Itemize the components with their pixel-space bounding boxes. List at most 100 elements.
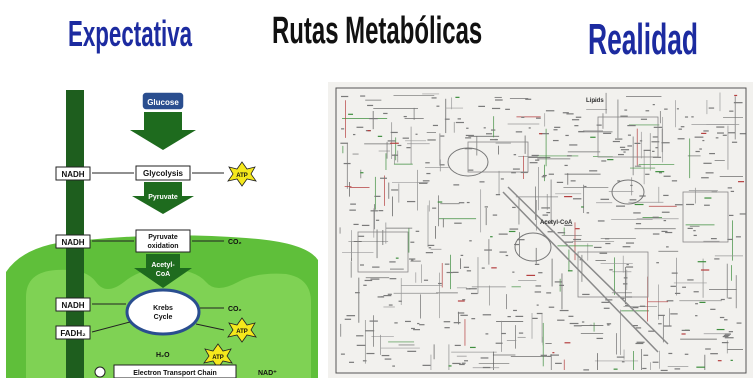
- metabolite-node: [436, 105, 440, 107]
- metabolite-node: [466, 270, 472, 272]
- metabolite-node: [455, 121, 464, 124]
- atp-label-3: ATP: [212, 355, 224, 361]
- metabolite-node: [631, 324, 638, 327]
- metabolite-node: [440, 135, 445, 137]
- metabolite-node: [666, 300, 674, 302]
- metabolite-node: [589, 324, 593, 327]
- metabolite-node: [398, 300, 402, 302]
- metabolite-node: [596, 124, 602, 126]
- metabolite-node: [663, 219, 667, 222]
- metabolite-node: [547, 355, 552, 357]
- metabolite-node: [634, 142, 641, 144]
- metabolite-node: [358, 235, 365, 237]
- metabolite-node: [444, 327, 450, 329]
- metabolite-node: [553, 129, 558, 131]
- metabolite-node: [642, 367, 647, 370]
- metabolite-node: [505, 254, 509, 257]
- metabolite-node: [678, 128, 682, 130]
- metabolite-node: [597, 220, 605, 222]
- metabolite-node: [387, 140, 396, 142]
- metabolite-node: [604, 238, 610, 240]
- metabolite-node: [515, 131, 523, 133]
- metabolite-node: [691, 116, 694, 118]
- metabolite-node: [645, 173, 650, 175]
- metabolite-node: [569, 322, 579, 325]
- metabolite-node: [466, 201, 470, 204]
- metabolite-node: [485, 333, 489, 335]
- krebs-label-2: Cycle: [154, 314, 173, 321]
- metabolite-node: [507, 315, 511, 318]
- metabolite-node: [606, 323, 612, 325]
- metabolite-node: [490, 236, 493, 238]
- metabolite-node: [663, 194, 669, 197]
- metabolite-node: [557, 232, 566, 234]
- metabolite-node: [340, 353, 345, 355]
- etc-box: [113, 364, 237, 378]
- metabolite-node: [528, 127, 531, 129]
- metabolite-node: [505, 108, 510, 110]
- metabolite-node: [571, 119, 580, 121]
- metabolite-node: [656, 262, 659, 264]
- metabolite-node: [341, 128, 345, 130]
- metabolite-node: [464, 360, 469, 362]
- metabolite-node: [389, 261, 396, 263]
- metabolite-node: [550, 354, 559, 356]
- metabolite-node: [619, 146, 626, 148]
- metabolite-node: [739, 213, 747, 215]
- metabolite-node: [465, 137, 472, 139]
- metabolite-node: [704, 204, 710, 206]
- metabolite-node: [406, 147, 411, 149]
- metabolite-node: [627, 145, 633, 147]
- metabolite-node: [495, 194, 501, 196]
- arrow-line: [195, 323, 225, 331]
- pathway-region: [577, 251, 649, 298]
- metabolite-node: [735, 236, 741, 238]
- metabolite-node: [658, 314, 665, 316]
- metabolite-node: [417, 322, 420, 325]
- metabolite-node: [392, 365, 395, 367]
- metabolite-node: [710, 353, 718, 355]
- metabolite-node: [389, 278, 397, 280]
- nadh-box-1: [55, 166, 91, 181]
- metabolite-node: [612, 140, 620, 143]
- metabolite-node: [482, 366, 491, 369]
- metabolite-node: [694, 136, 704, 138]
- metabolite-node: [509, 228, 519, 230]
- metabolite-node: [512, 271, 515, 273]
- metabolite-node: [356, 126, 364, 128]
- co2-label-2: CO₂: [228, 306, 242, 313]
- metabolite-node: [500, 178, 504, 180]
- metabolite-node: [728, 132, 736, 134]
- metabolite-node: [682, 286, 687, 288]
- metabolite-node: [586, 212, 590, 214]
- metabolite-node: [457, 312, 465, 314]
- metabolite-node: [601, 301, 611, 303]
- metabolite-node: [668, 352, 673, 355]
- metabolite-node: [427, 244, 435, 247]
- metabolite-node: [681, 333, 686, 335]
- metabolite-node: [671, 180, 678, 182]
- metabolite-node: [716, 328, 725, 331]
- acetyl-label: Acetyl-CoA: [540, 220, 573, 226]
- metabolite-node: [710, 238, 717, 240]
- metabolite-node: [454, 344, 461, 347]
- metabolite-node: [709, 152, 715, 155]
- metabolite-node: [513, 154, 517, 156]
- metabolite-node: [648, 330, 656, 332]
- metabolite-node: [536, 117, 541, 119]
- metabolite-node: [684, 353, 689, 355]
- metabolite-node: [423, 279, 429, 281]
- metabolite-node: [687, 227, 693, 229]
- metabolite-node: [425, 252, 433, 254]
- metabolite-node: [352, 133, 356, 136]
- metabolite-node: [578, 130, 585, 133]
- etc-marker: [94, 366, 106, 378]
- metabolite-node: [700, 269, 710, 271]
- metabolite-node: [534, 291, 542, 293]
- metabolite-node: [432, 207, 437, 209]
- pathway-region: [597, 116, 659, 158]
- metabolite-node: [446, 271, 453, 274]
- nadh-label-1: NADH: [61, 170, 84, 179]
- metabolite-node: [460, 254, 464, 257]
- metabolite-node: [564, 241, 574, 243]
